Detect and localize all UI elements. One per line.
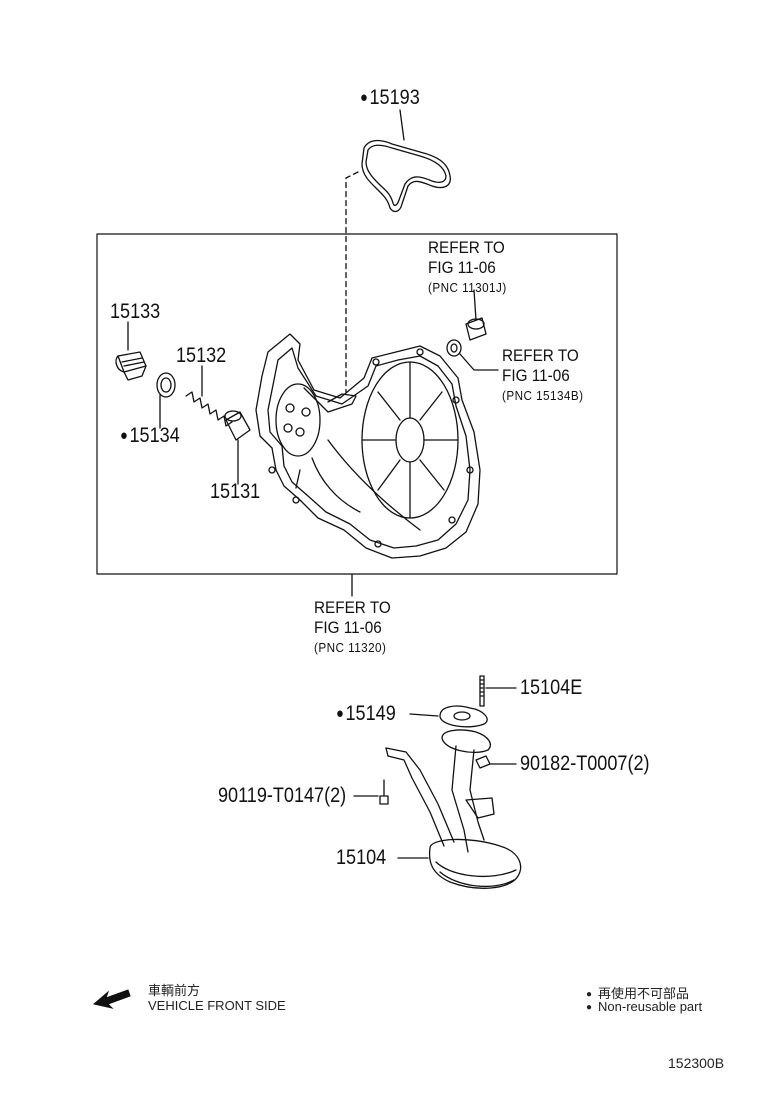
nut-90182 xyxy=(475,755,491,769)
refer-note-11320-line2: FIG 11-06 xyxy=(314,618,382,637)
label-15104: 15104 xyxy=(336,846,387,869)
plug-15133 xyxy=(115,351,147,381)
screw-plug xyxy=(465,317,487,341)
label-15134-text: 15134 xyxy=(129,424,180,447)
plug-gasket xyxy=(446,339,462,357)
refer-note-11301J-line2: FIG 11-06 xyxy=(428,258,496,277)
refer-note-15134B-pnc: (PNC 15134B) xyxy=(502,388,584,403)
label-15104E: 15104E xyxy=(520,676,583,699)
label-15133: 15133 xyxy=(110,300,161,323)
label-15149-text: 15149 xyxy=(345,702,396,725)
vehicle-front-label-en: VEHICLE FRONT SIDE xyxy=(148,998,286,1013)
assembly-frame xyxy=(96,233,618,575)
refer-note-11301J-line1: REFER TO xyxy=(428,238,505,257)
refer-note-11301J: REFER TO FIG 11-06 (PNC 11301J) xyxy=(428,238,507,298)
label-15193-text: 15193 xyxy=(369,86,420,109)
refer-note-15134B: REFER TO FIG 11-06 (PNC 15134B) xyxy=(502,346,583,406)
vehicle-front-label-jp: 車輌前方 xyxy=(148,983,201,998)
gasket-15193 xyxy=(361,139,451,213)
label-15131: 15131 xyxy=(210,480,261,503)
label-90182: 90182-T0007(2) xyxy=(520,752,650,775)
refer-note-11320-line1: REFER TO xyxy=(314,598,391,617)
refer-note-15134B-line1: REFER TO xyxy=(502,346,579,365)
legend-nonreusable-en: Non-reusable part xyxy=(586,999,702,1014)
refer-note-11320: REFER TO FIG 11-06 (PNC 11320) xyxy=(314,598,391,658)
gasket-15149 xyxy=(439,705,488,728)
relief-valve-15131 xyxy=(224,410,251,441)
bolt-90119 xyxy=(379,779,389,805)
label-15134: 15134 xyxy=(120,424,180,448)
label-90119: 90119-T0147(2) xyxy=(218,784,347,807)
strainer-15104 xyxy=(385,729,522,889)
refer-note-11301J-pnc: (PNC 11301J) xyxy=(428,280,507,295)
pump-body-outline xyxy=(255,333,481,559)
leader-15193 xyxy=(399,109,405,141)
o-ring-15134 xyxy=(156,372,176,398)
legend-nonreusable-jp: 再使用不可部品 xyxy=(586,983,689,1002)
pump-left-ring xyxy=(275,383,321,457)
label-15149: 15149 xyxy=(336,702,396,726)
dashed-alignment-line xyxy=(345,171,359,393)
figure-id: 152300B xyxy=(668,1055,725,1071)
legend-nonreusable-en-text: Non-reusable part xyxy=(598,999,703,1014)
spring-15132 xyxy=(185,391,233,427)
legend-nonreusable-jp-text: 再使用不可部品 xyxy=(598,986,690,1001)
refer-note-11320-pnc: (PNC 11320) xyxy=(314,640,387,655)
refer-note-15134B-line2: FIG 11-06 xyxy=(502,366,570,385)
vehicle-front-arrow xyxy=(92,989,131,1009)
label-15132: 15132 xyxy=(176,344,227,367)
label-15193: 15193 xyxy=(360,86,420,110)
